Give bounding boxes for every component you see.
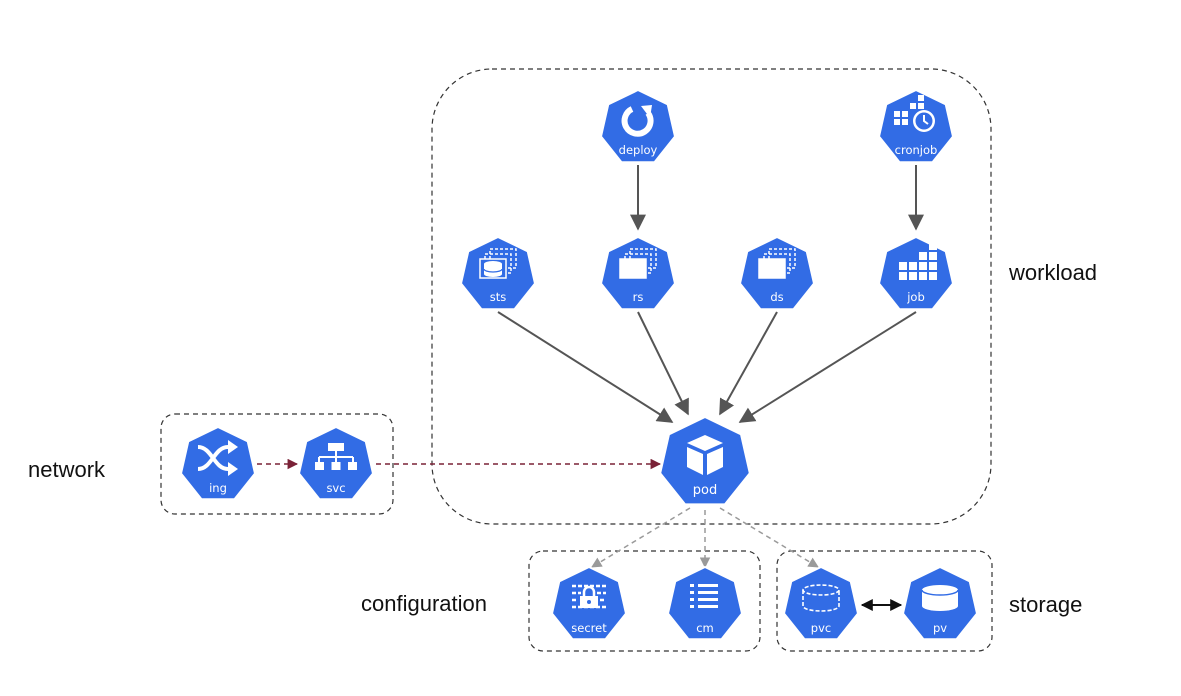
node-pvc[interactable]: pvc [782,565,860,641]
network-group-box [160,413,394,515]
node-cronjob[interactable]: cronjob [877,88,955,164]
edge-pod-pvc [719,507,819,568]
node-label-pvc: pvc [811,621,831,635]
edges [257,165,924,611]
node-sts[interactable]: sts [459,235,537,311]
secret-lock-icon [572,584,606,609]
configmap-list-icon [690,584,718,608]
edge-rs-pod [637,311,689,416]
workload-group-label: workload [1009,260,1098,285]
node-secret[interactable]: secret [550,565,628,641]
configuration-group-label: configuration [361,591,487,616]
node-cm[interactable]: cm [666,565,744,641]
job-grid-icon [899,242,937,280]
node-rs[interactable]: rs [599,235,677,311]
configuration-group-box [528,550,761,652]
node-label-deploy: deploy [619,143,658,157]
workload-group-box [431,68,992,525]
node-pv[interactable]: pv [901,565,979,641]
ingress-shuffle-icon [197,440,238,476]
node-ds[interactable]: ds [738,235,816,311]
node-label-secret: secret [571,621,607,635]
deploy-refresh-icon [621,105,654,137]
node-svc[interactable]: svc [297,425,375,501]
node-label-cm: cm [696,621,714,635]
pod-cube-icon [687,435,723,475]
node-pod[interactable]: pod [659,415,751,506]
node-label-ing: ing [209,481,227,495]
pv-disk-icon [921,585,959,611]
edge-sts-pod [497,311,674,423]
edge-pod-secret [591,507,691,568]
statefulset-icon [479,248,517,279]
node-label-ds: ds [770,290,783,304]
node-label-sts: sts [490,290,507,304]
node-label-pv: pv [933,621,947,635]
storage-group-box [776,550,993,652]
cronjob-clock-icon [894,95,935,132]
node-deploy[interactable]: deploy [599,88,677,164]
pvc-disk-icon [802,584,840,612]
node-job[interactable]: job [877,235,955,311]
edge-ds-pod [719,311,778,416]
network-group-label: network [28,457,106,482]
storage-group-label: storage [1009,592,1083,617]
node-label-cronjob: cronjob [895,143,938,157]
node-label-pod: pod [693,483,717,498]
edge-job-pod [738,311,917,423]
node-label-svc: svc [326,481,345,495]
service-tree-icon [315,443,357,470]
replicaset-icon [619,248,657,279]
node-ing[interactable]: ing [179,425,257,501]
node-label-job: job [906,290,925,304]
node-label-rs: rs [633,290,644,304]
daemonset-icon [758,248,796,279]
